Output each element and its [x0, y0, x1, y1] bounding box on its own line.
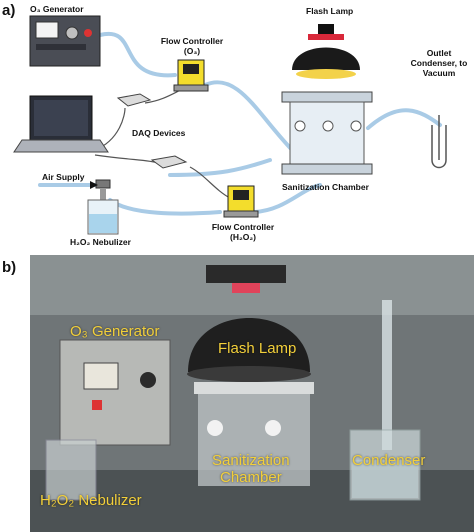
label-flow-controller-o3-line1: Flow Controller: [160, 36, 224, 46]
panel-a-label: a): [2, 2, 16, 19]
flash-lamp-icon: [292, 24, 360, 79]
outlet-condenser-icon: [431, 115, 447, 169]
photo-label-sanitization-line2: Chamber: [220, 469, 282, 486]
h2o2-nebulizer-icon: [87, 179, 119, 235]
label-outlet-line1: Outlet: [426, 48, 452, 58]
label-flow-controller-h2o2-line2: (H₂O₂): [230, 232, 256, 242]
tube-chamber-left: [168, 158, 272, 177]
label-daq-devices: DAQ Devices: [132, 128, 186, 138]
label-flash-lamp: Flash Lamp: [306, 6, 354, 16]
air-supply-arrow-icon: [90, 181, 98, 189]
label-flow-controller-o3-line2: (O₃): [183, 46, 201, 56]
label-o3-generator: O₃ Generator: [30, 4, 84, 14]
tube-o3-generator-to-fc: [98, 31, 177, 78]
label-h2o2-nebulizer: H₂O₂ Nebulizer: [70, 237, 131, 247]
label-air-supply: Air Supply: [42, 172, 85, 182]
label-outlet: Outlet Condenser, to Vacuum: [404, 48, 474, 78]
tube-chamber-to-outlet: [366, 108, 442, 130]
photo-label-h2o2-nebulizer: H₂O₂ Nebulizer: [40, 492, 142, 509]
flow-controller-o3-icon: [173, 59, 209, 92]
label-outlet-line3: Vacuum: [422, 68, 456, 78]
panel-b-label: b): [2, 259, 17, 276]
o3-generator-icon: [29, 15, 101, 67]
tube-fc-h2o2-to-chamber: [253, 183, 322, 214]
photo-label-o3-generator: O₃ Generator: [70, 323, 160, 340]
label-outlet-line2: Condenser, to: [410, 58, 468, 68]
daq-device-2-icon: [150, 155, 188, 169]
photo-label-sanitization-line1: Sanitization: [212, 452, 290, 469]
laptop-icon: [13, 95, 109, 153]
lab-setup-photo: [30, 255, 474, 532]
daq-device-1-icon: [116, 93, 152, 107]
sanitization-chamber-icon: [281, 91, 373, 175]
photo-label-flash-lamp: Flash Lamp: [218, 340, 297, 357]
photo-label-condenser: Condenser: [352, 452, 426, 469]
tube-nebulizer-to-fc: [108, 198, 222, 216]
label-flow-controller-h2o2: Flow Controller (H₂O₂): [208, 222, 278, 242]
photo-label-sanitization-chamber: Sanitization Chamber: [212, 452, 290, 486]
label-flow-controller-o3: Flow Controller (O₃): [160, 36, 224, 56]
label-flow-controller-h2o2-line1: Flow Controller: [211, 222, 275, 232]
tube-fc-o3-to-chamber: [203, 80, 302, 160]
label-sanitization-chamber: Sanitization Chamber: [282, 182, 369, 192]
flow-controller-h2o2-icon: [223, 185, 259, 218]
